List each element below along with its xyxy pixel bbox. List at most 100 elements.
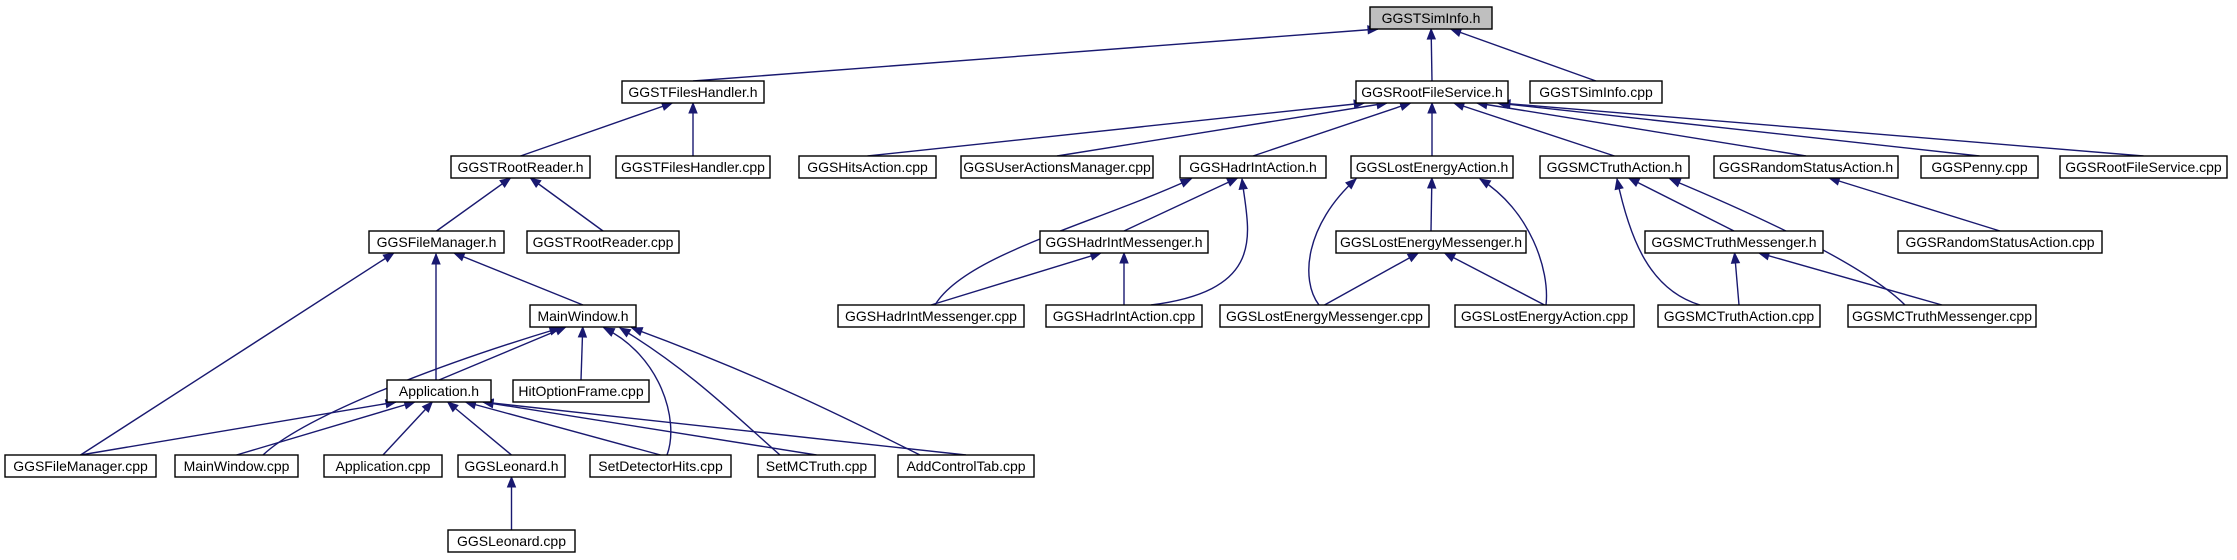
- node-ggshadrintaction-cpp[interactable]: GGSHadrIntAction.cpp: [1045, 304, 1203, 328]
- node-ggshadrintmessenger-h[interactable]: GGSHadrIntMessenger.h: [1039, 230, 1209, 254]
- node-ggshadrintaction-h[interactable]: GGSHadrIntAction.h: [1179, 155, 1327, 179]
- edge-mainwindow-h-to-mainwindow-cpp: [262, 327, 561, 456]
- node-box: [1847, 304, 2037, 328]
- node-ggsrootfileservice-h[interactable]: GGSRootFileService.h: [1355, 80, 1509, 104]
- node-box: [1529, 80, 1663, 104]
- node-application-cpp[interactable]: Application.cpp: [323, 454, 443, 478]
- node-setdetectorhits-cpp[interactable]: SetDetectorHits.cpp: [589, 454, 732, 478]
- edge-ggstrootreader-h-to-ggsfilemanager-h: [436, 177, 511, 232]
- node-label: GGSLostEnergyAction.cpp: [1461, 308, 1629, 324]
- node-ggsleonard-cpp[interactable]: GGSLeonard.cpp: [447, 529, 576, 553]
- edge-ggshadrintaction-h-to-ggshadrintmessenger-h: [1123, 177, 1238, 232]
- edge-ggslostenergyaction-h-to-ggslostenergymessenger-cpp-arrowhead: [1345, 178, 1357, 190]
- edge-ggstrootreader-h-to-ggstrootreader-cpp-arrowhead: [529, 177, 542, 189]
- edge-application-h-to-application-cpp-arrowhead: [421, 401, 434, 413]
- node-box: [798, 155, 937, 179]
- node-box: [1454, 304, 1635, 328]
- node-label: GGSMCTruthMessenger.h: [1651, 234, 1816, 250]
- edge-ggsmctruthmessenger-h-to-ggsmctruthmessenger-cpp: [1758, 252, 1943, 306]
- node-ggshitsaction-cpp[interactable]: GGSHitsAction.cpp: [798, 155, 937, 179]
- edge-ggsleonard-h-to-ggsleonard-cpp-arrowhead: [506, 475, 517, 488]
- node-label: GGSTRootReader.h: [457, 159, 583, 175]
- node-ggsuseractionsmanager-cpp[interactable]: GGSUserActionsManager.cpp: [960, 155, 1154, 179]
- node-ggslostenergyaction-h[interactable]: GGSLostEnergyAction.h: [1350, 155, 1514, 179]
- edge-ggsrootfileservice-h-to-ggshadrintaction-h: [1252, 102, 1411, 157]
- node-ggshadrintmessenger-cpp[interactable]: GGSHadrIntMessenger.cpp: [837, 304, 1025, 328]
- node-ggsfilemanager-cpp[interactable]: GGSFileManager.cpp: [4, 454, 157, 478]
- node-ggstsiminfo-cpp[interactable]: GGSTSimInfo.cpp: [1529, 80, 1663, 104]
- node-box: [1045, 304, 1203, 328]
- node-label: SetDetectorHits.cpp: [598, 458, 723, 474]
- node-setmctruth-cpp[interactable]: SetMCTruth.cpp: [757, 454, 876, 478]
- edge-ggslostenergyaction-h-to-ggslostenergymessenger-h-arrowhead: [1426, 176, 1437, 189]
- node-addcontroltab-cpp[interactable]: AddControlTab.cpp: [897, 454, 1035, 478]
- node-application-h[interactable]: Application.h: [386, 379, 492, 403]
- node-ggsmctruthmessenger-cpp[interactable]: GGSMCTruthMessenger.cpp: [1847, 304, 2037, 328]
- node-ggsrandomstatusaction-cpp[interactable]: GGSRandomStatusAction.cpp: [1897, 230, 2103, 254]
- edge-ggsrandomstatusaction-h-to-ggsrandomstatusaction-cpp: [1829, 177, 2001, 232]
- edge-ggsmctruthaction-h-to-ggsmctruthaction-cpp-arrowhead: [1614, 177, 1624, 191]
- node-label: GGSTFilesHandler.cpp: [621, 159, 765, 175]
- node-mainwindow-cpp[interactable]: MainWindow.cpp: [174, 454, 299, 478]
- node-box: [589, 454, 732, 478]
- node-box: [837, 304, 1025, 328]
- edge-ggstfileshandler-h-to-ggstfileshandler-cpp-arrowhead: [688, 101, 698, 114]
- edge-ggstsiminfo-h-to-ggstsiminfo-cpp: [1450, 28, 1597, 82]
- node-box: [960, 155, 1154, 179]
- node-label: GGSTFilesHandler.h: [628, 84, 757, 100]
- edge-ggsfilemanager-h-to-application-h-arrowhead: [431, 252, 441, 265]
- edge-application-h-to-ggsleonard-h-arrowhead: [446, 401, 459, 413]
- edge-ggshadrintaction-h-to-ggshadrintmessenger-cpp: [934, 178, 1192, 306]
- node-box: [1369, 6, 1493, 30]
- edge-mainwindow-h-to-addcontroltab-cpp-arrowhead: [630, 327, 644, 337]
- edge-mainwindow-h-to-addcontroltab-cpp: [631, 327, 921, 456]
- node-box: [386, 379, 492, 403]
- node-ggslostenergyaction-cpp[interactable]: GGSLostEnergyAction.cpp: [1454, 304, 1635, 328]
- node-label: GGSRandomStatusAction.cpp: [1905, 234, 2094, 250]
- node-box: [1897, 230, 2103, 254]
- node-label: GGSTSimInfo.h: [1382, 10, 1481, 26]
- edge-mainwindow-h-to-setdetectorhits-cpp-arrowhead: [602, 327, 616, 337]
- edge-ggsmctruthaction-h-to-ggsmctruthaction-cpp: [1616, 178, 1701, 306]
- node-ggsrootfileservice-cpp[interactable]: GGSRootFileService.cpp: [2059, 155, 2228, 179]
- node-ggstsiminfo-h[interactable]: GGSTSimInfo.h: [1369, 6, 1493, 30]
- edge-application-h-to-setmctruth-cpp: [482, 401, 817, 456]
- edge-ggstfileshandler-h-to-ggstrootreader-h: [520, 102, 673, 157]
- edge-ggshadrintaction-h-to-ggshadrintmessenger-h-arrowhead: [1226, 177, 1239, 187]
- node-box: [1644, 230, 1824, 254]
- edge-ggstsiminfo-h-to-ggsrootfileservice-h-arrowhead: [1426, 27, 1437, 40]
- node-mainwindow-h[interactable]: MainWindow.h: [529, 304, 637, 328]
- node-ggsmctruthaction-h[interactable]: GGSMCTruthAction.h: [1539, 155, 1690, 179]
- node-box: [1539, 155, 1690, 179]
- edge-ggsmctruthaction-h-to-ggsmctruthmessenger-h-arrowhead: [1627, 177, 1641, 187]
- edge-ggsrootfileservice-h-to-ggsrootfileservice-cpp: [1499, 102, 2144, 157]
- edge-mainwindow-h-to-application-h: [438, 326, 566, 381]
- node-ggstrootreader-h[interactable]: GGSTRootReader.h: [450, 155, 591, 179]
- edge-mainwindow-h-to-setmctruth-cpp-arrowhead: [618, 327, 632, 338]
- node-ggstrootreader-cpp[interactable]: GGSTRootReader.cpp: [526, 230, 680, 254]
- node-ggstfileshandler-cpp[interactable]: GGSTFilesHandler.cpp: [615, 155, 771, 179]
- node-label: GGSHadrIntAction.cpp: [1053, 308, 1196, 324]
- node-ggslostenergymessenger-h[interactable]: GGSLostEnergyMessenger.h: [1335, 230, 1527, 254]
- node-box: [450, 155, 591, 179]
- node-ggsleonard-h[interactable]: GGSLeonard.h: [457, 454, 566, 478]
- node-ggstfileshandler-h[interactable]: GGSTFilesHandler.h: [621, 80, 765, 104]
- edge-ggslostenergymessenger-h-to-ggslostenergyaction-cpp: [1444, 252, 1545, 306]
- edge-ggsrootfileservice-h-to-ggspenny-cpp: [1497, 102, 1980, 157]
- node-ggsmctruthmessenger-h[interactable]: GGSMCTruthMessenger.h: [1644, 230, 1824, 254]
- node-label: GGSRootFileService.cpp: [2065, 159, 2222, 175]
- edge-ggslostenergyaction-h-to-ggslostenergyaction-cpp: [1479, 178, 1548, 306]
- node-box: [757, 454, 876, 478]
- node-box: [1657, 304, 1821, 328]
- node-ggslostenergymessenger-cpp[interactable]: GGSLostEnergyMessenger.cpp: [1219, 304, 1430, 328]
- node-hitoptionframe-cpp[interactable]: HitOptionFrame.cpp: [512, 379, 650, 403]
- edge-mainwindow-h-to-setdetectorhits-cpp: [603, 327, 672, 456]
- node-ggsmctruthaction-cpp[interactable]: GGSMCTruthAction.cpp: [1657, 304, 1821, 328]
- node-label: GGSLostEnergyMessenger.cpp: [1226, 308, 1423, 324]
- node-ggsfilemanager-h[interactable]: GGSFileManager.h: [368, 230, 505, 254]
- node-ggsrandomstatusaction-h[interactable]: GGSRandomStatusAction.h: [1713, 155, 1899, 179]
- node-ggspenny-cpp[interactable]: GGSPenny.cpp: [1920, 155, 2039, 179]
- node-label: GGSTRootReader.cpp: [533, 234, 674, 250]
